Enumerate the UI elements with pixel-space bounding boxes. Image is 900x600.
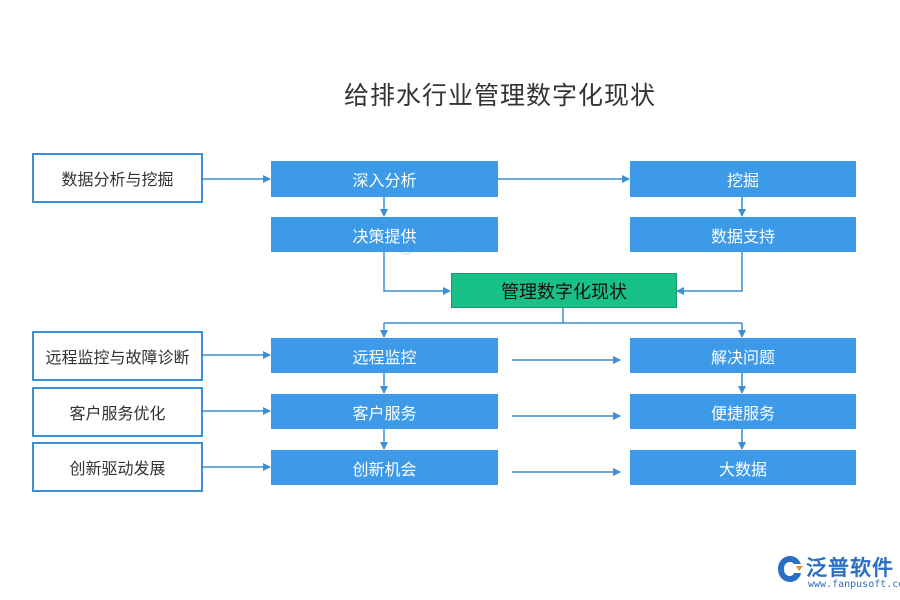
- brand-logo-url: www.fanpusoft.com: [808, 579, 900, 590]
- brand-logo-icon: [778, 556, 803, 582]
- node-big-data: 大数据: [630, 450, 856, 485]
- node-innovation-opportunity: 创新机会: [271, 450, 498, 485]
- arrow-decision-to-center: [383, 252, 451, 295]
- center-split-line: [384, 308, 564, 324]
- node-data-support: 数据支持: [630, 217, 856, 252]
- node-center: 管理数字化现状: [451, 273, 677, 308]
- input-box-remote-monitoring: 远程监控与故障诊断: [32, 331, 203, 381]
- node-solve-problems: 解决问题: [630, 338, 856, 373]
- diagram-title: 给排水行业管理数字化现状: [343, 81, 656, 110]
- input-box-customer-service: 客户服务优化: [32, 387, 203, 437]
- node-convenient-service: 便捷服务: [630, 394, 856, 429]
- arrow-support-to-center: [676, 252, 743, 295]
- input-box-innovation: 创新驱动发展: [32, 442, 203, 492]
- input-box-data-analysis: 数据分析与挖掘: [32, 153, 203, 203]
- brand-logo-name: 泛普软件: [806, 556, 894, 580]
- node-deep-analysis: 深入分析: [271, 161, 498, 197]
- watermark-logo-icon: [398, 238, 414, 255]
- brand-logo: 泛普软件 www.fanpusoft.com: [776, 552, 900, 596]
- watermark: 泛普软件: [398, 238, 465, 255]
- node-remote-monitoring: 远程监控: [271, 338, 498, 373]
- node-mining: 挖掘: [630, 161, 856, 197]
- watermark-text: 泛普软件: [417, 240, 466, 254]
- node-customer-service: 客户服务: [271, 394, 498, 429]
